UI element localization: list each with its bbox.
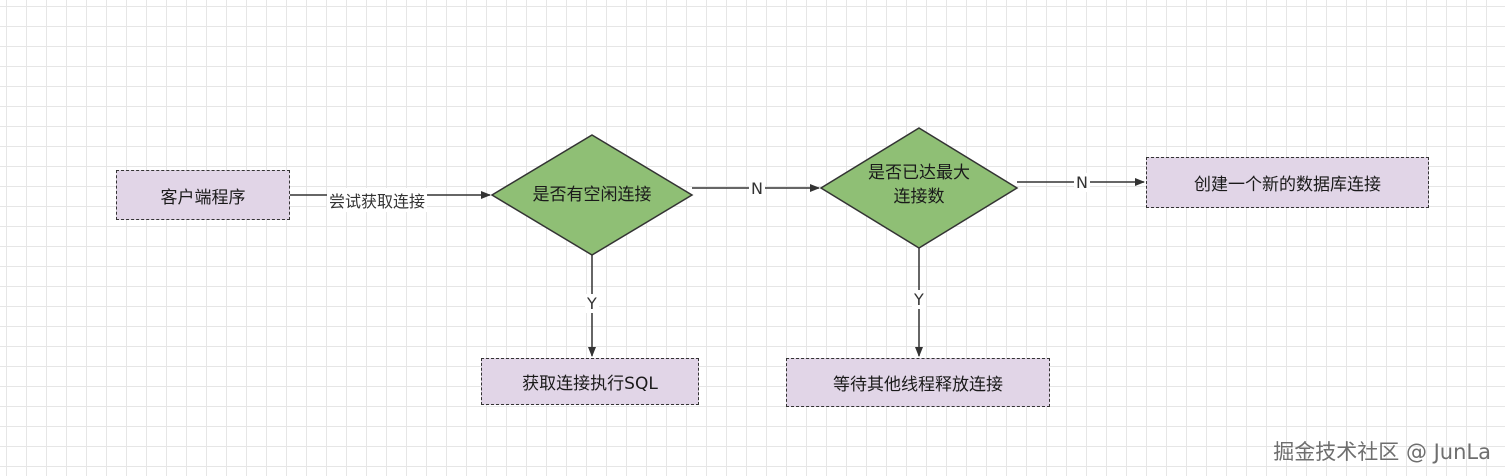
edge-label-try-get: 尝试获取连接 [327, 188, 428, 212]
node-get-exec-sql: 获取连接执行SQL [481, 358, 699, 405]
decision-idle-text: 是否有空闲连接 [532, 185, 652, 205]
node-client: 客户端程序 [116, 170, 290, 220]
node-create-new-label: 创建一个新的数据库连接 [1194, 175, 1381, 195]
edge-label-idle-yes: Y [585, 294, 599, 313]
node-wait-release: 等待其他线程释放连接 [786, 358, 1050, 407]
edge-label-max-no: N [1074, 173, 1090, 192]
decision-max-text-line1: 是否已达最大 [868, 163, 970, 183]
edge-label-idle-no: N [749, 179, 765, 198]
decision-max-text-line2: 连接数 [893, 187, 945, 207]
decision-max-label: 是否已达最大 连接数 [821, 161, 1017, 209]
watermark-text: 掘金技术社区 @ JunLa [1273, 440, 1491, 464]
decision-idle-label: 是否有空闲连接 [492, 183, 692, 207]
node-wait-release-label: 等待其他线程释放连接 [833, 375, 1003, 395]
node-get-exec-sql-label: 获取连接执行SQL [522, 374, 658, 394]
node-create-new: 创建一个新的数据库连接 [1146, 157, 1429, 208]
edge-label-max-yes: Y [912, 290, 926, 309]
node-client-label: 客户端程序 [160, 187, 246, 208]
